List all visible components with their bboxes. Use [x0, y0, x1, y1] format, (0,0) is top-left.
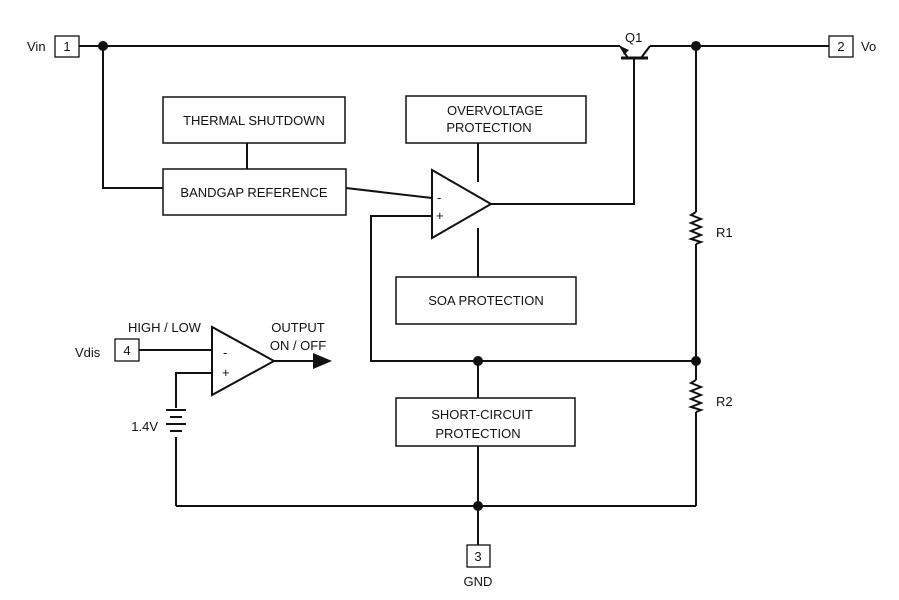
resistor-r1: R1 — [687, 211, 733, 245]
pin-gnd-number: 3 — [474, 549, 481, 564]
output-state-line1: OUTPUT — [271, 320, 325, 335]
transistor-q1: Q1 — [619, 30, 651, 60]
battery-reference: 1.4V — [131, 409, 186, 434]
pin-vin-number: 1 — [63, 39, 70, 54]
disable-comparator-icon — [211, 325, 277, 397]
resistor-r2-label: R2 — [716, 394, 733, 409]
pin-vdis-number: 4 — [123, 343, 130, 358]
short-circuit-label-line1: SHORT-CIRCUIT — [431, 407, 533, 422]
pin-vin: 1 Vin — [27, 35, 80, 58]
disable-comparator: - + — [211, 325, 277, 397]
output-arrow-icon — [313, 353, 332, 369]
bandgap-reference-label: BANDGAP REFERENCE — [180, 185, 327, 200]
junction-dots — [98, 41, 701, 511]
pin-vdis-label: Vdis — [75, 345, 101, 360]
vdis-level-annotation: HIGH / LOW — [128, 320, 202, 335]
overvoltage-label-line1: OVERVOLTAGE — [447, 103, 543, 118]
thermal-shutdown-block: THERMAL SHUTDOWN — [162, 96, 346, 144]
short-circuit-label-line2: PROTECTION — [435, 426, 520, 441]
pin-gnd-label: GND — [464, 574, 493, 589]
emitter-arrow-icon — [620, 46, 629, 55]
wires — [79, 45, 829, 545]
thermal-shutdown-label: THERMAL SHUTDOWN — [183, 113, 325, 128]
error-amplifier: - + — [431, 168, 494, 240]
output-state-line2: ON / OFF — [270, 338, 326, 353]
soa-protection-label: SOA PROTECTION — [428, 293, 544, 308]
short-circuit-protection-block: SHORT-CIRCUIT PROTECTION — [395, 397, 576, 447]
disable-comp-plus: + — [222, 365, 230, 380]
battery-label: 1.4V — [131, 419, 158, 434]
pin-vo-label: Vo — [861, 39, 876, 54]
disable-comp-minus: - — [223, 345, 227, 360]
overvoltage-label-line2: PROTECTION — [446, 120, 531, 135]
pin-vin-label: Vin — [27, 39, 46, 54]
resistor-r1-label: R1 — [716, 225, 733, 240]
pin-gnd: 3 GND — [464, 544, 493, 589]
soa-protection-block: SOA PROTECTION — [395, 276, 577, 325]
pin-vo-number: 2 — [837, 39, 844, 54]
bandgap-reference-block: BANDGAP REFERENCE — [162, 168, 347, 216]
error-amp-minus: - — [437, 190, 441, 205]
error-amplifier-icon — [431, 168, 494, 240]
resistor-r2: R2 — [687, 379, 733, 413]
overvoltage-protection-block: OVERVOLTAGE PROTECTION — [405, 95, 587, 144]
transistor-label: Q1 — [625, 30, 642, 45]
pin-vo: 2 Vo — [828, 35, 876, 58]
error-amp-plus: + — [436, 208, 444, 223]
pin-vdis: 4 Vdis — [75, 338, 140, 362]
